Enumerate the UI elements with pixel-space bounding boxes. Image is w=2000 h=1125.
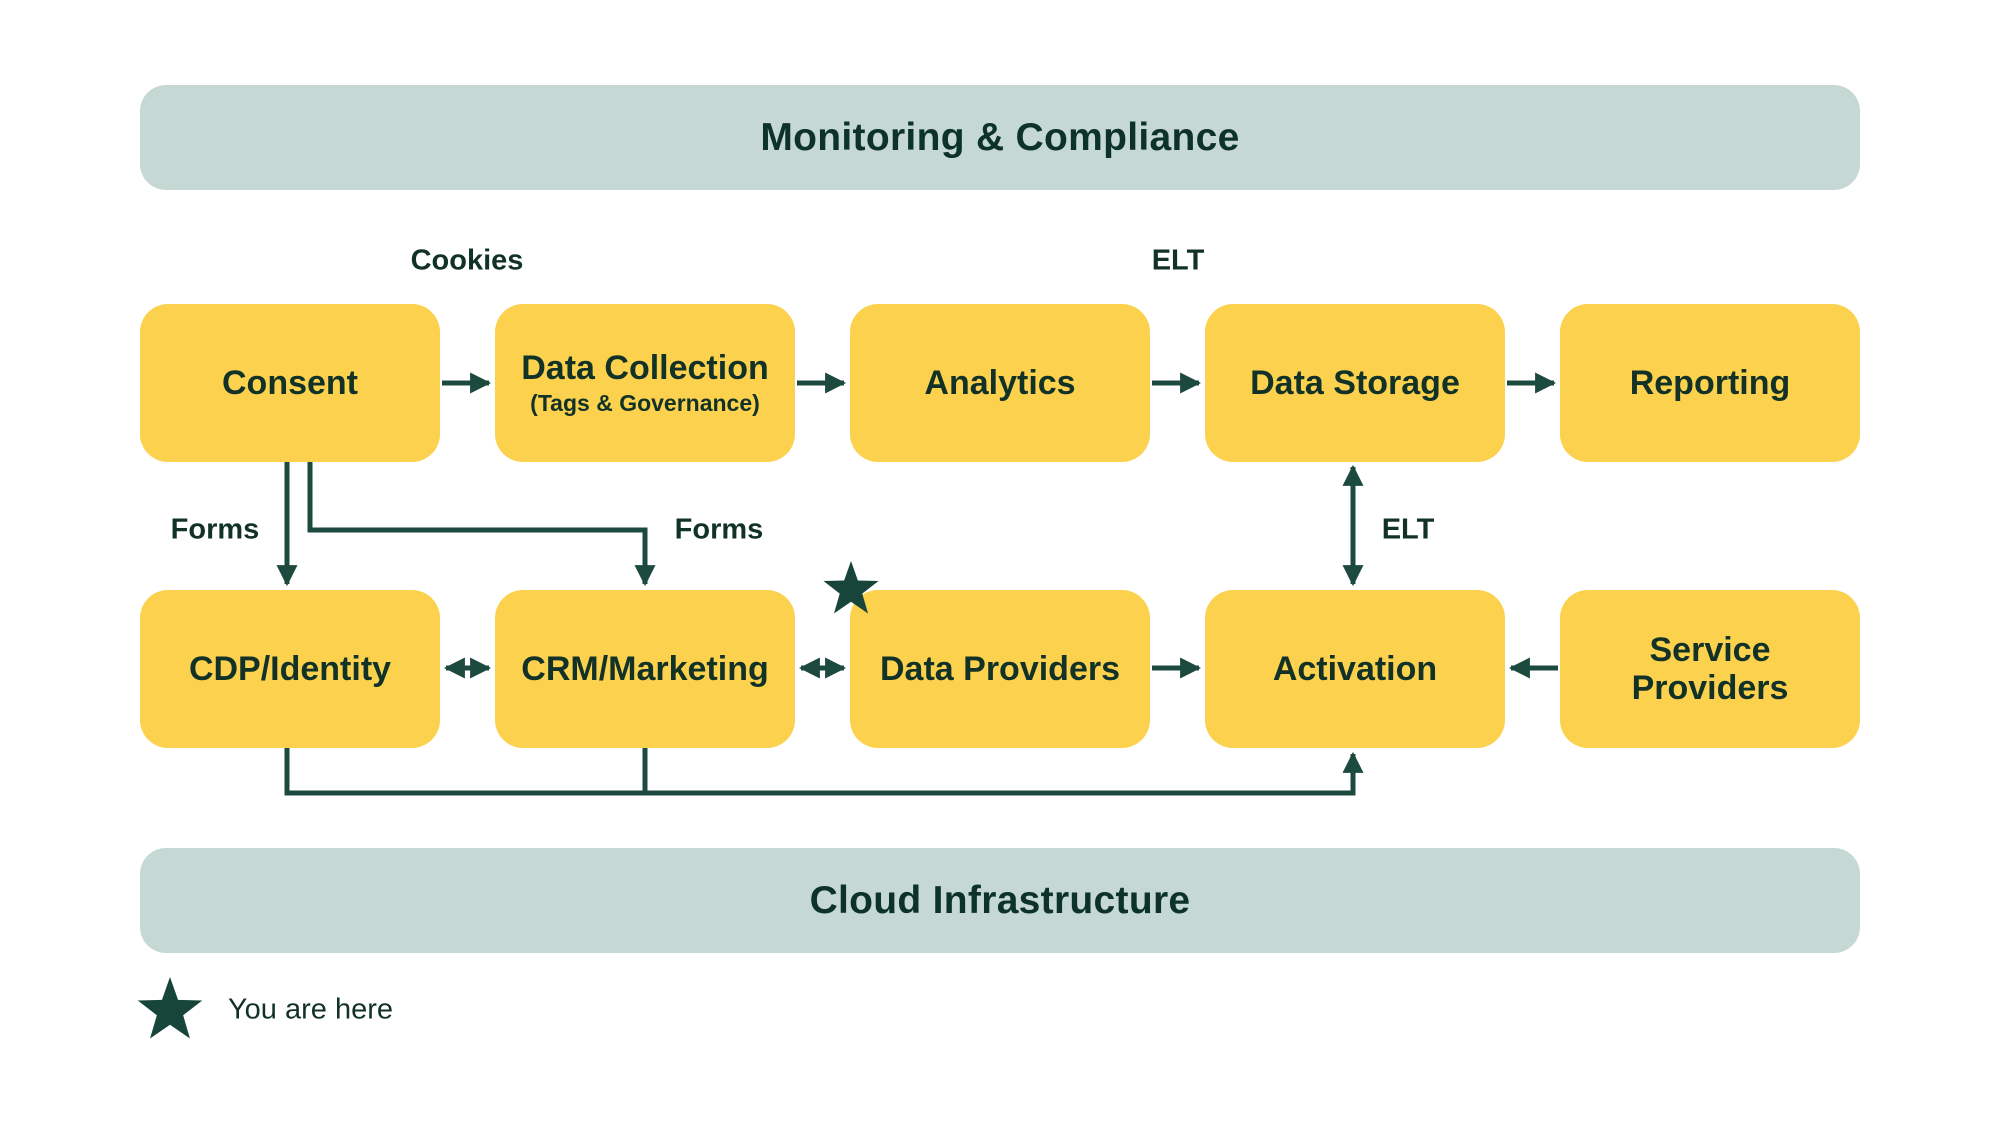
node-data-collection-sublabel: (Tags & Governance)	[530, 390, 760, 417]
node-service-providers: Service Providers	[1560, 590, 1860, 748]
node-activation-label: Activation	[1272, 649, 1438, 688]
banner-monitoring-compliance-title: Monitoring & Compliance	[760, 115, 1240, 159]
edge-label-forms-left: Forms	[170, 513, 260, 546]
edge-consent-to-crm-marketing	[307, 462, 656, 587]
node-data-storage-label: Data Storage	[1250, 363, 1460, 402]
node-data-providers-label: Data Providers	[880, 649, 1120, 688]
banner-monitoring-compliance: Monitoring & Compliance	[140, 85, 1860, 190]
node-analytics-label: Analytics	[924, 363, 1076, 402]
banner-cloud-infrastructure-title: Cloud Infrastructure	[809, 878, 1191, 922]
node-data-providers: Data Providers	[850, 590, 1150, 748]
edge-label-elt-top: ELT	[1151, 244, 1205, 277]
node-reporting-label: Reporting	[1629, 363, 1791, 402]
edge-label-cookies: Cookies	[410, 244, 524, 277]
node-analytics: Analytics	[850, 304, 1150, 462]
node-crm-marketing-label: CRM/Marketing	[521, 649, 769, 688]
node-data-collection-label: Data Collection	[521, 348, 769, 387]
node-service-providers-label: Service Providers	[1631, 630, 1789, 707]
node-crm-marketing: CRM/Marketing	[495, 590, 795, 748]
node-data-storage: Data Storage	[1205, 304, 1505, 462]
you-are-here-star-icon	[823, 561, 879, 614]
legend-star-icon	[137, 977, 203, 1039]
edge-label-elt-mid: ELT	[1381, 513, 1435, 546]
node-consent: Consent	[140, 304, 440, 462]
legend-you-are-here-label: You are here	[228, 993, 394, 1026]
node-data-collection: Data Collection (Tags & Governance)	[495, 304, 795, 462]
node-consent-label: Consent	[222, 363, 358, 402]
edge-cdp-bus-to-activation	[284, 748, 1364, 796]
node-cdp-identity-label: CDP/Identity	[188, 649, 392, 688]
node-activation: Activation	[1205, 590, 1505, 748]
node-cdp-identity: CDP/Identity	[140, 590, 440, 748]
edge-label-forms-right: Forms	[674, 513, 764, 546]
node-reporting: Reporting	[1560, 304, 1860, 462]
banner-cloud-infrastructure: Cloud Infrastructure	[140, 848, 1860, 953]
